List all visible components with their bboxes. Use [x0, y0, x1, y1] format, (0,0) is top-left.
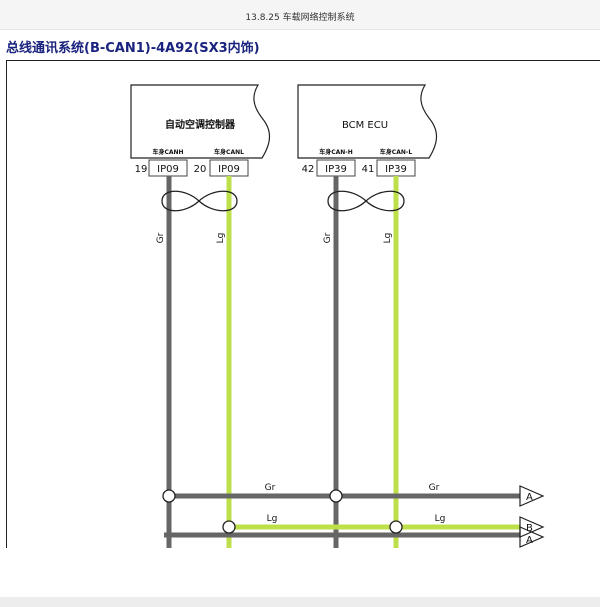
section-title: 总线通讯系统(B-CAN1)-4A92(SX3内饰) [6, 41, 260, 56]
pin-number-42: 42 [302, 164, 315, 175]
connector-arrow-a2 [519, 526, 545, 548]
pin-connector-ip39-b: IP39 [385, 164, 407, 175]
page-footer [0, 597, 600, 607]
pin-number-19: 19 [135, 164, 148, 175]
pin-connector-ip09-a: IP09 [157, 164, 179, 175]
pin-number-20: 20 [194, 164, 207, 175]
twisted-pair-right [327, 190, 405, 212]
wire-label-gr-right: Gr [323, 232, 333, 243]
splice-gr-left [162, 489, 176, 503]
module-bcm-ecu-name: BCM ECU [342, 120, 388, 131]
twisted-pair-left [161, 190, 238, 212]
page-header-title: 13.8.25 车载网络控制系统 [245, 13, 355, 23]
wire-label-lg-right: Lg [383, 233, 393, 244]
wire-label-gr-left: Gr [156, 232, 166, 243]
module-ac-controller-body [130, 84, 271, 159]
module-ac-controller: 自动空调控制器 车身CANH 车身CANL 19 IP09 20 IP09 [130, 84, 271, 177]
pin-connector-ip09-b: IP09 [218, 164, 240, 175]
bus-label-lg-2: Lg [435, 514, 446, 524]
bus-label-lg-1: Lg [267, 514, 278, 524]
bus-label-gr-1: Gr [265, 483, 276, 493]
pin-label-canl: 车身CANL [214, 148, 244, 156]
connector-label-a: A [526, 492, 533, 503]
pin-label-can-h: 车身CAN-H [319, 148, 353, 156]
pin-label-can-l: 车身CAN-L [380, 148, 413, 156]
page-header: 13.8.25 车载网络控制系统 [0, 0, 600, 30]
module-ac-controller-name: 自动空调控制器 [165, 118, 236, 131]
connector-label-b: B [526, 523, 533, 534]
diagram-frame [6, 60, 600, 548]
bus-label-gr-2: Gr [429, 483, 440, 493]
splice-gr-right [329, 489, 343, 503]
module-bcm-ecu-body [297, 84, 438, 159]
connector-arrow-a [519, 485, 545, 507]
pin-number-41: 41 [362, 164, 375, 175]
wiring-diagram: 自动空调控制器 车身CANH 车身CANL 19 IP09 20 IP09 BC… [130, 84, 545, 548]
pin-label-canh: 车身CANH [152, 148, 183, 156]
wire-label-lg-left: Lg [216, 233, 226, 244]
splice-lg-right [389, 520, 403, 534]
connector-label-a2: A [526, 535, 533, 546]
module-bcm-ecu: BCM ECU 车身CAN-H 车身CAN-L 42 IP39 41 IP39 [297, 84, 438, 177]
pin-connector-ip39-a: IP39 [325, 164, 347, 175]
splice-lg-left [222, 520, 236, 534]
